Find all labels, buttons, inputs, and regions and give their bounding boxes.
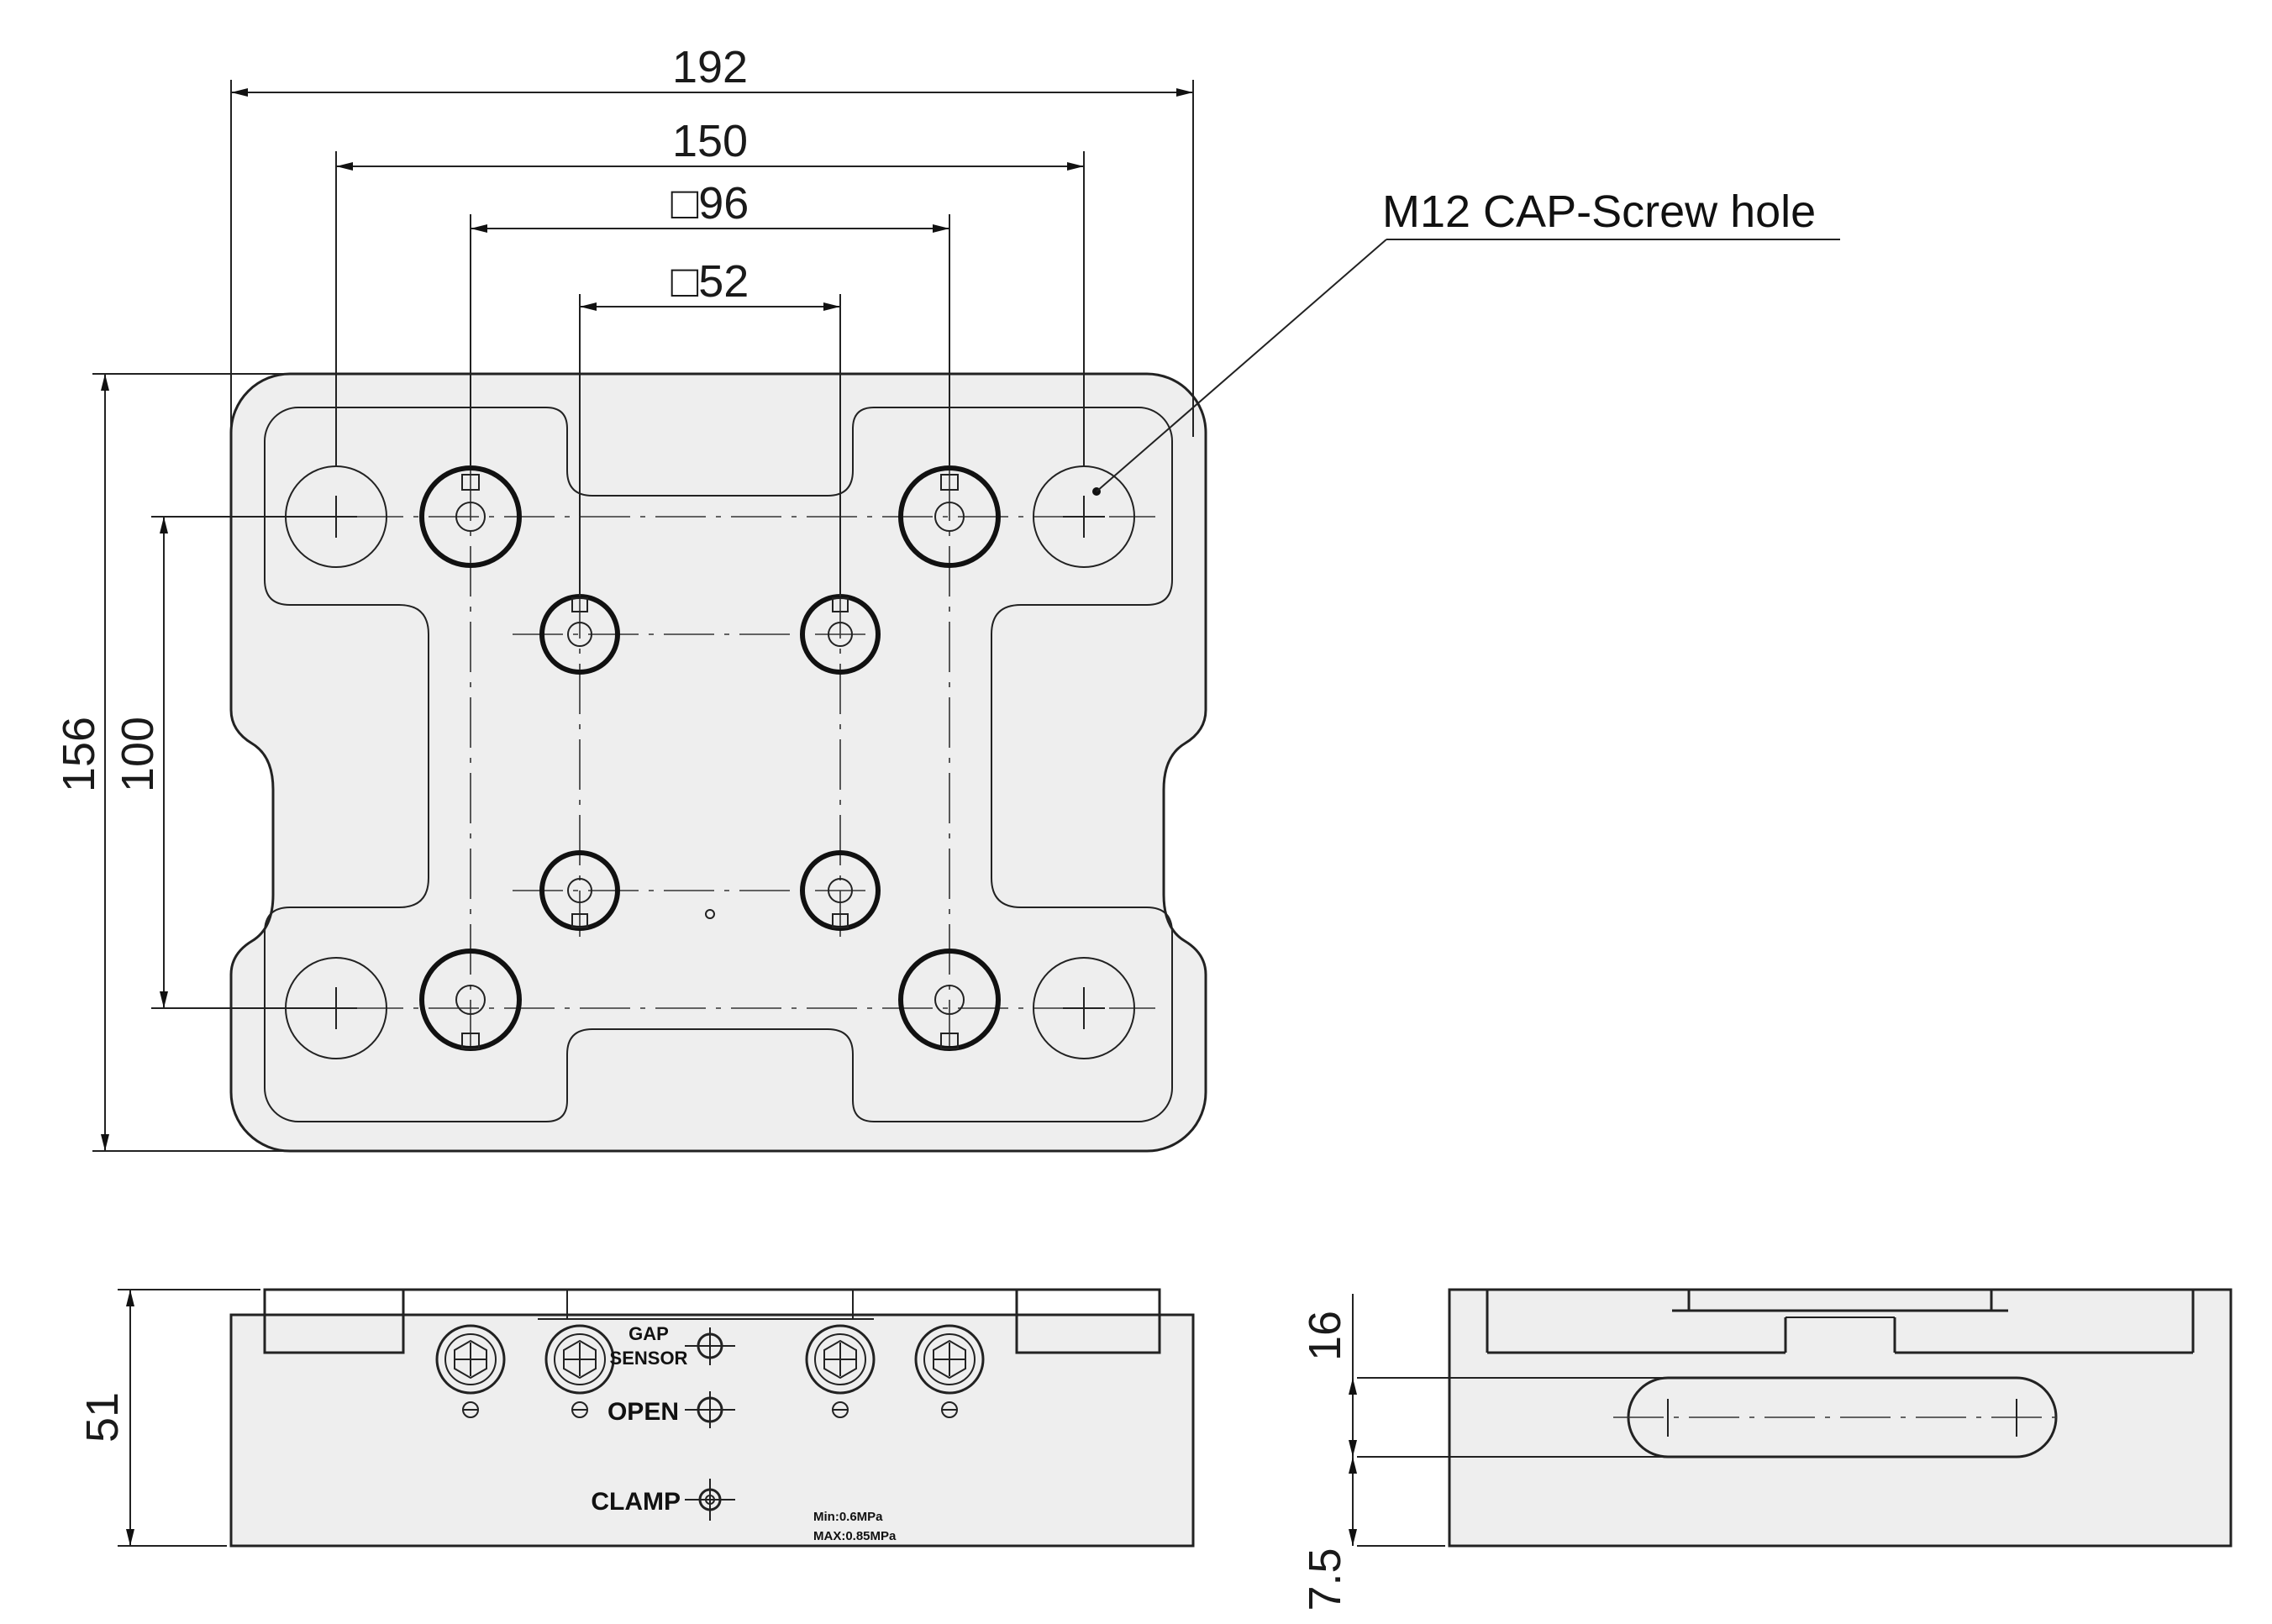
dim-hole-spacing-y: 100 <box>113 717 163 792</box>
air-port-icon <box>685 1327 735 1521</box>
clamp-hole <box>419 465 1001 1051</box>
clamp-label: CLAMP <box>591 1488 681 1516</box>
dim-hole-spacing-x: 150 <box>672 116 748 166</box>
dim-square-inner: □52 <box>671 256 749 307</box>
dim-height-overall: 156 <box>54 717 104 792</box>
hole-callout: M12 CAP-Screw hole <box>1382 187 1816 237</box>
screw-head-icon <box>435 1324 985 1418</box>
dim-slot-offset: 16 <box>1300 1311 1350 1361</box>
front-view: GAP SENSOR OPEN CLAMP Min:0.6MPa MAX:0.8… <box>77 1288 1195 1548</box>
gap-label: GAP <box>628 1323 669 1344</box>
dim-square-outer: □96 <box>671 178 749 229</box>
open-label: OPEN <box>607 1398 679 1426</box>
side-view: 16 7.5 <box>1300 1288 2233 1611</box>
top-view-outline <box>229 372 1207 1153</box>
slot <box>1627 1376 2058 1458</box>
pressure-min: Min:0.6MPa <box>813 1510 883 1524</box>
top-view: 192 150 □96 □52 156 100 M12 CAP-Screw ho… <box>54 42 1840 1153</box>
dim-side-height: 51 <box>77 1392 128 1443</box>
sensor-label: SENSOR <box>610 1348 688 1369</box>
top-view-pocket <box>264 407 1173 1122</box>
dim-width-overall: 192 <box>672 42 748 92</box>
dim-slot-bottom: 7.5 <box>1300 1548 1350 1611</box>
pressure-max: MAX:0.85MPa <box>813 1529 897 1543</box>
